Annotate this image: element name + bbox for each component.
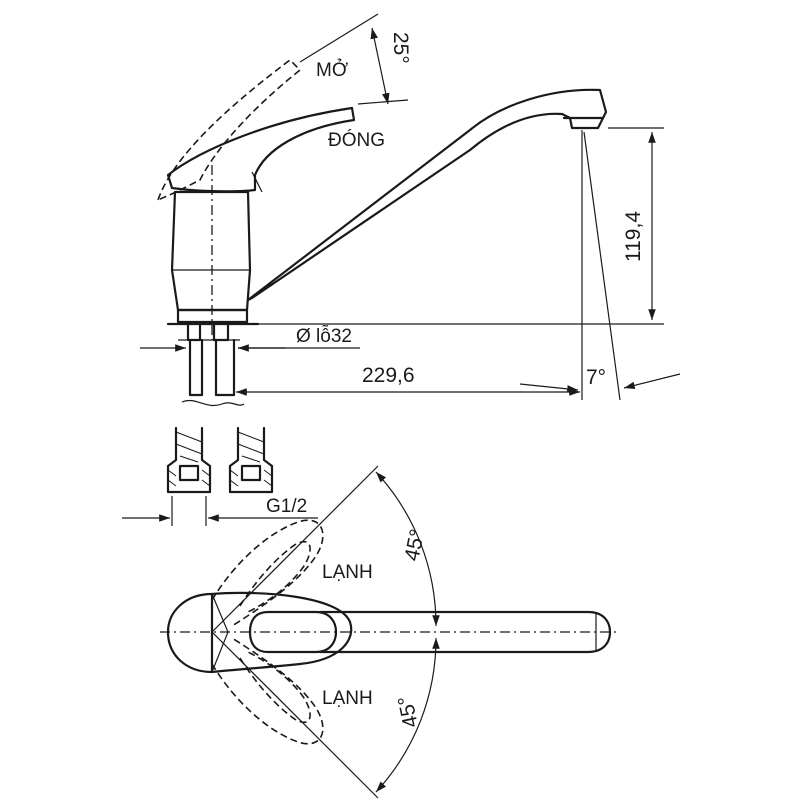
angle-leader-lower — [211, 631, 379, 799]
hole-label: Ø lỗ32 — [296, 325, 352, 347]
shank-left-top — [186, 322, 202, 342]
height-value: 119,4 — [622, 211, 645, 262]
reach-value: 229,6 — [362, 364, 415, 387]
hose-break — [181, 400, 245, 406]
faucet-body — [170, 190, 252, 312]
open-angle-value: 25° — [389, 32, 412, 64]
tilt-arrow-left — [519, 383, 579, 393]
thread-label: G1/2 — [266, 496, 307, 517]
hose-left — [188, 338, 204, 397]
angle-arc-lower — [375, 637, 440, 793]
hose-connector-right — [228, 426, 274, 494]
top-view: LẠNH LẠNH 45° 45° — [160, 465, 618, 799]
body-top — [166, 592, 214, 674]
angle-leader-upper — [211, 465, 379, 633]
open-angle-leader — [299, 13, 379, 63]
spout — [246, 88, 608, 302]
handle-pivot — [211, 593, 229, 673]
cold-position-upper — [211, 519, 324, 627]
open-label: MỞ — [316, 59, 348, 81]
hose-connector-left — [166, 426, 212, 494]
spout-top — [318, 610, 612, 654]
closed-angle-leader — [357, 99, 409, 105]
handle-top — [210, 591, 353, 674]
hose-right — [214, 338, 236, 397]
tilt-arrow-right — [623, 373, 681, 390]
handle-grip-slot — [248, 610, 338, 654]
cold-label-upper: LẠNH — [322, 562, 373, 583]
shank-right-top — [212, 322, 230, 342]
closed-handle — [166, 106, 356, 193]
cold-position-upper-inner — [239, 541, 311, 613]
angle-arc-upper — [375, 471, 440, 627]
tilt-value: 7° — [586, 366, 606, 389]
cold-position-lower-inner — [239, 651, 311, 723]
open-angle-arrow — [370, 27, 390, 105]
open-handle-ghost — [156, 58, 302, 202]
handle-joint — [251, 171, 263, 193]
base-ring — [176, 308, 249, 324]
closed-label: ĐÓNG — [328, 129, 385, 151]
side-view: 25° MỞ ĐÓNG 119,4 Ø lỗ32 229,6 7° — [122, 13, 681, 526]
spout-tilt-line — [583, 131, 621, 401]
cold-position-lower — [211, 637, 324, 745]
angle-value-lower: 45° — [394, 694, 423, 730]
cold-label-lower: LẠNH — [322, 688, 373, 709]
